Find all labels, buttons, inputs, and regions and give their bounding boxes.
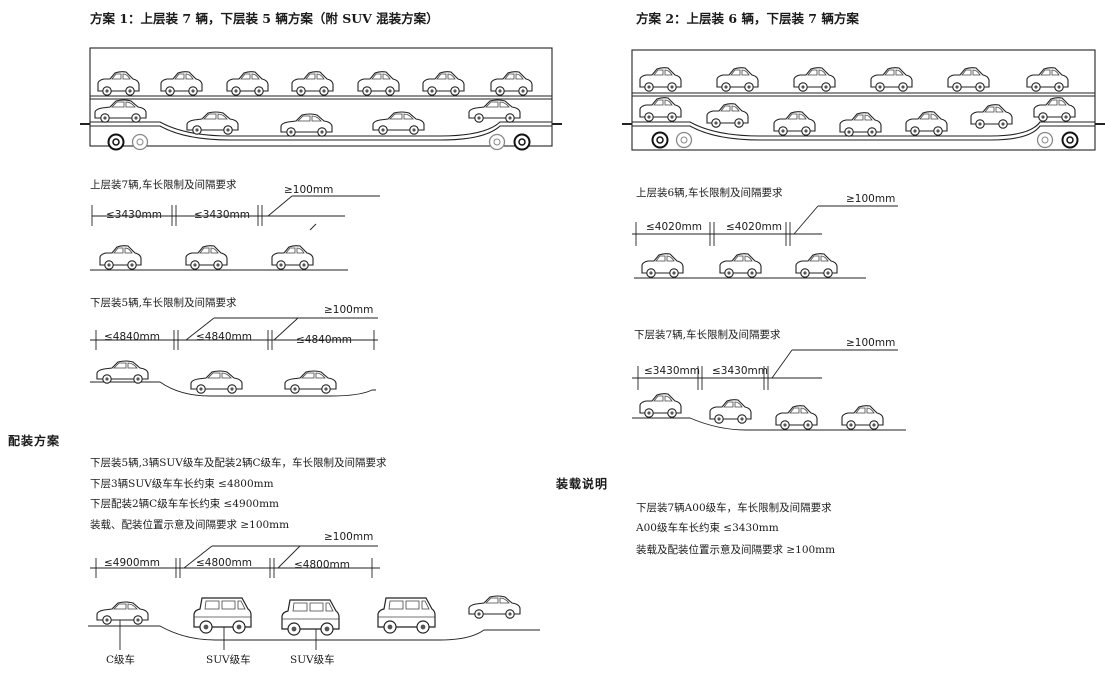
mix-line-3: 下层配装2辆C级车车长约束 ≤4900mm bbox=[90, 498, 279, 510]
scheme2-wagon bbox=[622, 49, 1105, 151]
notes-heading: 装载说明 bbox=[556, 477, 609, 491]
scheme1-upper-car bbox=[357, 71, 400, 96]
notes-line-2: A00级车车长约束 ≤3430mm bbox=[636, 522, 779, 534]
scheme2-upper-dim-1: ≤4020mm bbox=[646, 221, 702, 233]
mix-suv-car bbox=[281, 599, 340, 636]
mix-dim-2: ≤4800mm bbox=[196, 557, 252, 569]
scheme2-lower-detail-car bbox=[639, 393, 682, 418]
wheel-icon bbox=[488, 133, 506, 151]
scheme2-upper-car bbox=[870, 67, 913, 92]
mix-caption-suv-1: SUV级车 bbox=[206, 654, 251, 666]
mix-line-1: 下层装5辆,3辆SUV级车及配装2辆C级车，车长限制及间隔要求 bbox=[90, 457, 387, 469]
mix-line-4: 装载、配装位置示意及间隔要求 ≥100mm bbox=[90, 519, 290, 531]
scheme1-upper-car bbox=[97, 71, 140, 96]
scheme2-lower-label: 下层装7辆,车长限制及间隔要求 bbox=[634, 329, 781, 341]
scheme2-upper-detail-car bbox=[719, 253, 762, 278]
mix-gap: ≥100mm bbox=[324, 531, 374, 543]
scheme2-lower-car bbox=[839, 112, 882, 137]
scheme1-lower-car bbox=[372, 111, 425, 135]
mix-caption-c: C级车 bbox=[106, 654, 136, 666]
scheme1-lower-gap: ≥100mm bbox=[324, 304, 374, 316]
scheme2-upper-car bbox=[639, 67, 682, 92]
scheme2-lower-dim-2: ≤3430mm bbox=[712, 365, 768, 377]
wheel-icon bbox=[1036, 131, 1054, 149]
scheme2-upper-car bbox=[716, 67, 759, 92]
scheme1-upper-detail-car bbox=[99, 245, 142, 270]
scheme2-lower-detail-car bbox=[775, 405, 818, 430]
scheme1-upper-car bbox=[490, 71, 533, 96]
scheme1-upper-dim-2: ≤3430mm bbox=[194, 209, 250, 221]
scheme2-lower-detail-car bbox=[709, 399, 752, 424]
wheel-icon bbox=[675, 131, 693, 149]
scheme2-lower-gap: ≥100mm bbox=[846, 337, 896, 349]
scheme1-upper-detail-car bbox=[271, 245, 314, 270]
mix-suv-car bbox=[193, 597, 252, 634]
scheme2-lower-car bbox=[639, 97, 682, 122]
scheme1-upper-car bbox=[160, 71, 203, 96]
scheme1-wagon bbox=[80, 47, 562, 147]
scheme1-lower-car bbox=[280, 113, 333, 137]
scheme2-upper-dimension-lines bbox=[632, 205, 898, 279]
scheme2-upper-car bbox=[947, 67, 990, 92]
scheme2-upper-car bbox=[793, 67, 836, 92]
scheme2-lower-detail-car bbox=[841, 405, 884, 430]
mix-suv-car bbox=[377, 597, 436, 634]
scheme2-upper-detail-car bbox=[795, 253, 838, 278]
wheel-icon bbox=[131, 133, 149, 151]
mix-caption-suv-2: SUV级车 bbox=[290, 654, 335, 666]
wheel-icon bbox=[107, 133, 125, 151]
scheme2-title: 方案 2：上层装 6 辆，下层装 7 辆方案 bbox=[636, 11, 859, 26]
scheme2-lower-dimension-lines bbox=[632, 349, 906, 431]
scheme2-upper-label: 上层装6辆,车长限制及间隔要求 bbox=[636, 187, 783, 199]
wheel-icon bbox=[651, 131, 669, 149]
scheme2-lower-car bbox=[905, 111, 948, 136]
scheme2-lower-dim-1: ≤3430mm bbox=[644, 365, 700, 377]
scheme2-lower-car bbox=[1033, 97, 1076, 122]
scheme2-upper-detail-car bbox=[641, 253, 684, 278]
scheme2-upper-car bbox=[1026, 67, 1069, 92]
mix-line-2: 下层3辆SUV级车车长约束 ≤4800mm bbox=[90, 478, 274, 490]
scheme1-upper-dim-1: ≤3430mm bbox=[106, 209, 162, 221]
scheme1-title: 方案 1：上层装 7 辆，下层装 5 辆方案（附 SUV 混装方案） bbox=[90, 11, 439, 26]
scheme2-upper-dim-2: ≤4020mm bbox=[726, 221, 782, 233]
scheme2-lower-car bbox=[773, 111, 816, 136]
scheme1-upper-gap: ≥100mm bbox=[284, 184, 334, 196]
wheel-icon bbox=[513, 133, 531, 151]
scheme1-lower-car bbox=[468, 99, 521, 123]
scheme1-upper-car bbox=[291, 71, 334, 96]
scheme1-upper-car bbox=[226, 71, 269, 96]
mix-dimension-lines bbox=[88, 545, 540, 650]
mix-c-class-car bbox=[468, 595, 521, 619]
mix-dim-1: ≤4900mm bbox=[104, 557, 160, 569]
scheme1-upper-detail-car bbox=[185, 245, 228, 270]
notes-line-1: 下层装7辆A00级车，车长限制及间隔要求 bbox=[636, 502, 832, 514]
wheel-icon bbox=[1061, 131, 1079, 149]
notes-line-3: 装载及配装位置示意及间隔要求 ≥100mm bbox=[636, 544, 836, 556]
scheme2-lower-car bbox=[706, 103, 749, 128]
scheme1-lower-detail-car bbox=[96, 360, 149, 384]
scheme1-upper-dimension-lines bbox=[90, 195, 380, 271]
scheme1-lower-car bbox=[186, 111, 239, 135]
scheme1-upper-label: 上层装7辆,车长限制及间隔要求 bbox=[90, 179, 237, 191]
scheme2-upper-gap: ≥100mm bbox=[846, 193, 896, 205]
scheme1-lower-label: 下层装5辆,车长限制及间隔要求 bbox=[90, 297, 237, 309]
scheme2-lower-car bbox=[970, 104, 1013, 129]
mix-c-class-car bbox=[96, 601, 149, 625]
scheme1-lower-detail-car bbox=[190, 370, 243, 394]
scheme1-lower-car bbox=[94, 99, 147, 123]
scheme1-lower-dimension-lines bbox=[90, 317, 378, 397]
mix-heading: 配装方案 bbox=[8, 434, 61, 448]
scheme1-upper-car bbox=[422, 71, 465, 96]
scheme1-lower-detail-car bbox=[284, 370, 337, 394]
